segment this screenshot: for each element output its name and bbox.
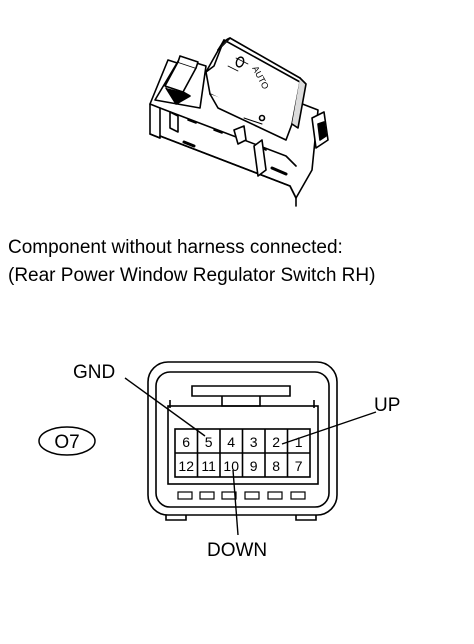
pin-number: 5	[205, 434, 213, 450]
connector-code: O7	[54, 432, 79, 453]
pin-numbers: 6 5 4 3 2 1 12 11 10 9 8 7	[178, 434, 302, 474]
up-label: UP	[374, 395, 400, 416]
connector-code-badge: O7	[38, 426, 96, 456]
pin-number: 2	[272, 434, 280, 450]
caption-line-2: (Rear Power Window Regulator Switch RH)	[8, 265, 376, 286]
bottom-terminal-slots	[177, 491, 306, 500]
pin-number: 4	[227, 434, 235, 450]
pin-number: 10	[223, 458, 239, 474]
gnd-leader-line	[124, 377, 206, 437]
pin-field-frame	[167, 405, 319, 485]
leader-lines	[124, 377, 377, 536]
down-label: DOWN	[207, 540, 267, 561]
pin-number: 6	[182, 434, 190, 450]
connector-face	[147, 361, 338, 521]
power-window-switch-illustration	[149, 37, 329, 207]
pin-number: 1	[295, 434, 303, 450]
up-leader-line	[281, 411, 377, 445]
pin-number: 12	[178, 458, 194, 474]
pin-number: 9	[250, 458, 258, 474]
connector-lock-tab	[191, 385, 291, 397]
pin-number: 3	[250, 434, 258, 450]
pin-number: 11	[201, 458, 216, 474]
terminal-labels: GND UP DOWN	[73, 362, 400, 561]
gnd-label: GND	[73, 362, 115, 383]
caption-line-1: Component without harness connected:	[8, 237, 343, 258]
down-leader-line	[232, 469, 239, 536]
pin-number: 8	[272, 458, 280, 474]
pin-number: 7	[295, 458, 303, 474]
connector-inner-shell	[155, 371, 330, 508]
